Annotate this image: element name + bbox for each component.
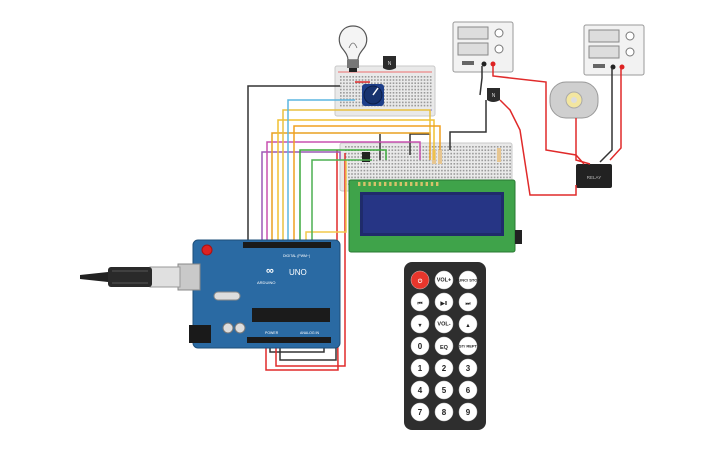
remote-button-label: 8 <box>442 408 447 417</box>
remote-button-label: 6 <box>466 386 471 395</box>
light-bulb[interactable] <box>338 25 368 72</box>
relay[interactable]: RELAY <box>576 164 612 188</box>
remote-button-label: FUNC/ STOP <box>456 278 480 283</box>
digital-header <box>243 242 331 248</box>
transistor-2[interactable]: N <box>487 88 500 102</box>
usb-cable <box>80 266 181 288</box>
remote-button-st-rept[interactable]: ST/ REPT <box>458 336 478 356</box>
remote-button-label: VOL- <box>437 322 450 328</box>
reset-button[interactable] <box>201 244 213 256</box>
remote-button-label: 1 <box>418 364 423 373</box>
remote-button-rewind[interactable]: ⏮ <box>410 292 430 312</box>
remote-button-label: 3 <box>466 364 471 373</box>
transistor-1[interactable]: N <box>383 56 396 70</box>
remote-button-power[interactable]: ⏻ <box>410 270 430 290</box>
power-supply-1[interactable] <box>452 21 514 73</box>
remote-button-nine[interactable]: 9 <box>458 402 478 422</box>
potentiometer[interactable] <box>362 84 384 106</box>
remote-button-two[interactable]: 2 <box>434 358 454 378</box>
remote-button-vol-up[interactable]: VOL+ <box>434 270 454 290</box>
arduino-logo-infinity: ∞ <box>266 265 274 277</box>
remote-button-label: 9 <box>466 408 471 417</box>
remote-button-down[interactable]: ▼ <box>410 314 430 334</box>
remote-button-five[interactable]: 5 <box>434 380 454 400</box>
arduino-brand-label: ARDUINO <box>257 280 275 285</box>
remote-button-label: ▼ <box>417 323 422 329</box>
remote-button-label: EQ <box>440 345 449 351</box>
remote-button-label: VOL+ <box>437 278 452 284</box>
remote-button-six[interactable]: 6 <box>458 380 478 400</box>
remote-button-one[interactable]: 1 <box>410 358 430 378</box>
remote-button-label: ⏮ <box>418 301 423 307</box>
transistor-2-label: N <box>492 93 496 99</box>
remote-button-label: 7 <box>418 408 423 417</box>
lcd-display[interactable] <box>348 179 522 253</box>
remote-button-three[interactable]: 3 <box>458 358 478 378</box>
analog-label: ANALOG IN <box>300 331 320 335</box>
remote-button-vol-down[interactable]: VOL- <box>434 314 454 334</box>
ir-receiver[interactable] <box>362 152 370 162</box>
uno-label: UNO <box>289 268 307 277</box>
ir-remote[interactable]: ⏻ VOL+ FUNC/ STOP ⏮ ▶‖ ⏭ ▼ VOL- ▲ 0 EQ ST/ REPT 1 2 3 4… <box>404 262 486 430</box>
remote-button-label: ⏻ <box>418 278 423 285</box>
remote-button-label: 5 <box>442 386 447 395</box>
remote-button-up[interactable]: ▲ <box>458 314 478 334</box>
remote-button-four[interactable]: 4 <box>410 380 430 400</box>
power-supply-2[interactable] <box>583 24 645 76</box>
remote-button-eq[interactable]: EQ <box>434 336 454 356</box>
wires-signal <box>261 99 441 246</box>
breadboard-top[interactable] <box>334 65 436 117</box>
breadboard-middle[interactable] <box>339 142 513 192</box>
remote-button-eight[interactable]: 8 <box>434 402 454 422</box>
digital-label: DIGITAL (PWM~) <box>283 254 310 258</box>
relay-label: RELAY <box>587 175 601 180</box>
wires-red <box>265 66 622 371</box>
remote-button-seven[interactable]: 7 <box>410 402 430 422</box>
transistor-1-label: N <box>388 61 392 67</box>
dc-motor[interactable] <box>549 81 599 119</box>
remote-button-label: ST/ REPT <box>459 344 478 349</box>
remote-button-label: ⏭ <box>466 301 471 307</box>
remote-button-fast-forward[interactable]: ⏭ <box>458 292 478 312</box>
power-analog-header <box>247 337 331 343</box>
power-jack <box>189 325 211 343</box>
usb-port <box>177 263 201 291</box>
remote-button-label: ▲ <box>465 323 470 329</box>
arduino-uno-board[interactable]: ∞ UNO ARDUINO DIGITAL (PWM~) POWER ANALO… <box>177 239 341 349</box>
remote-button-zero[interactable]: 0 <box>410 336 430 356</box>
atmega-chip <box>252 308 330 322</box>
remote-button-label: ▶‖ <box>440 300 448 307</box>
power-label: POWER <box>265 331 279 335</box>
remote-button-label: 2 <box>442 364 447 373</box>
remote-button-label: 4 <box>418 386 423 395</box>
remote-button-func-stop[interactable]: FUNC/ STOP <box>456 270 480 290</box>
remote-button-play-pause[interactable]: ▶‖ <box>434 292 454 312</box>
remote-button-label: 0 <box>418 342 423 351</box>
